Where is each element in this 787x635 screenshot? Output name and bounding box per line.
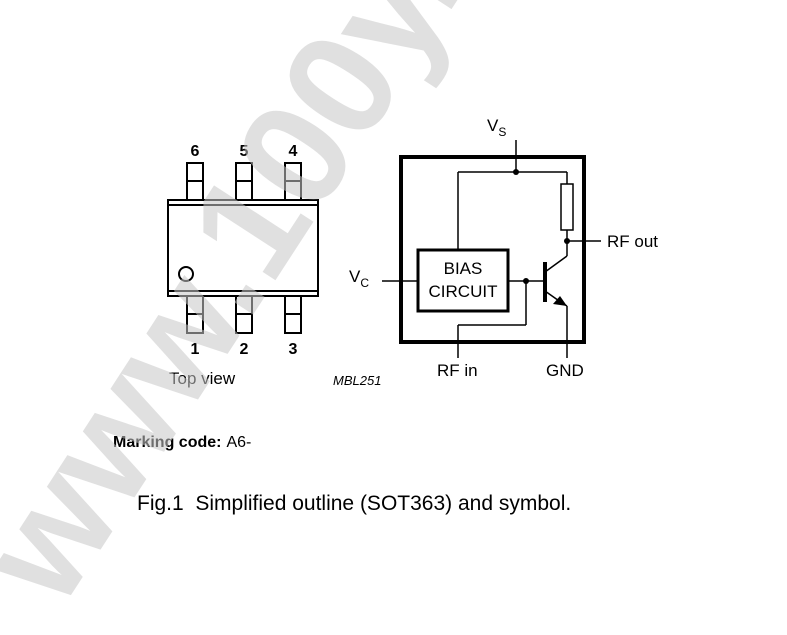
pin-number-2: 2 [240,341,249,358]
vc-label: VC [349,267,369,290]
rf-in-label: RF in [437,361,478,380]
bias-label-line2: CIRCUIT [429,282,498,301]
pin-4 [284,162,302,201]
gnd-label: GND [546,361,584,380]
vs-label: VS [487,116,506,139]
watermark: www.100y.com.tw [0,0,777,630]
resistor [560,183,574,231]
svg-text:www.100y.com.tw: www.100y.com.tw [0,0,777,630]
pin-number-5: 5 [240,143,249,160]
pin-1 [186,295,204,334]
vs-node [513,169,519,175]
pin1-marker [178,266,194,282]
rf-out-label: RF out [607,232,658,251]
pin-number-4: 4 [289,143,298,160]
top-view-label: Top view [169,369,236,388]
circuit-symbol [382,140,601,358]
pin-3 [284,295,302,334]
emitter-arrow [553,296,567,306]
figure-code: MBL251 [333,373,381,388]
pin-6 [186,162,204,201]
symbol-frame [399,155,586,344]
figure-caption: Fig.1 Simplified outline (SOT363) and sy… [137,492,571,515]
pin-number-1: 1 [191,341,200,358]
pin-number-6: 6 [191,143,200,160]
pin-number-3: 3 [289,341,298,358]
marking-code: Marking code:A6- [113,434,251,451]
bias-label-line1: BIAS [444,259,483,278]
pin-5 [235,162,253,201]
package-outline [167,162,319,334]
pin-2 [235,295,253,334]
